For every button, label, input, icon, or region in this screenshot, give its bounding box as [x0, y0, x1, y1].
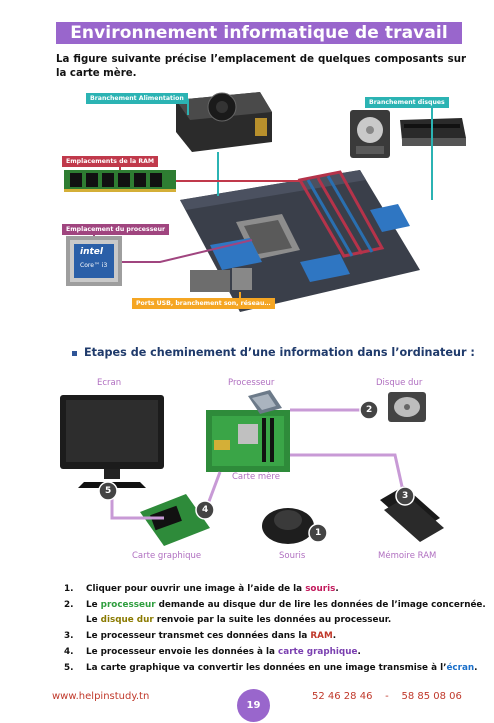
badge-4 — [195, 500, 215, 520]
label-disk-connectors: Branchement disques — [365, 97, 449, 108]
badge-1 — [308, 523, 328, 543]
diagram-label-screen: Ecran — [97, 378, 122, 388]
small-cpu-image — [248, 390, 282, 414]
label-ram-slots: Emplacements de la RAM — [62, 156, 159, 167]
bullet-icon — [72, 351, 77, 356]
hard-drive-image — [350, 110, 390, 158]
label-power-connector: Branchement Alimentation — [86, 93, 188, 104]
diagram-label-motherboard: Carte mère — [232, 472, 280, 482]
badge-3 — [395, 486, 415, 506]
diagram-label-hard-disk: Disque dur — [376, 378, 423, 388]
footer-phones: 52 46 28 46 - 58 85 08 06 — [312, 691, 462, 702]
diagram-label-graphics-card: Carte graphique — [132, 551, 202, 561]
mouse-image — [262, 508, 314, 544]
badge-3-text: 3 — [402, 491, 409, 501]
badge-5 — [98, 481, 118, 501]
page-number: 19 — [237, 689, 270, 722]
cpu-brand-text: intel — [80, 247, 103, 257]
graphics-card-image — [140, 494, 210, 546]
label-ports: Ports USB, branchement son, réseau… — [132, 298, 275, 309]
intro-paragraph: La figure suivante précise l’emplacement… — [56, 54, 466, 79]
cpu-model-text: Core™ i3 — [80, 262, 108, 269]
badge-4-text: 4 — [202, 505, 209, 515]
small-hard-drive-image — [388, 392, 426, 422]
label-cpu-socket: Emplacement du processeur — [62, 224, 170, 235]
ram-stick-image — [64, 170, 176, 192]
badge-2 — [359, 400, 379, 420]
footer-website: www.helpinstudy.tn — [52, 691, 150, 702]
section-title: Etapes de cheminement d’une information … — [84, 346, 475, 359]
diagram-label-ram: Mémoire RAM — [378, 551, 437, 561]
diagram-label-processor: Processeur — [228, 378, 275, 388]
diagram-label-mouse: Souris — [279, 551, 306, 561]
cpu-chip-image — [66, 236, 122, 286]
monitor-image — [60, 395, 164, 488]
badge-5-text: 5 — [105, 486, 112, 496]
small-ram-image — [380, 486, 444, 542]
badge-1-text: 1 — [315, 528, 322, 538]
badge-2-text: 2 — [366, 405, 373, 415]
power-supply-image — [176, 92, 272, 152]
page-title: Environnement informatique de travail — [56, 22, 462, 44]
motherboard-board — [180, 170, 420, 312]
small-motherboard-image — [206, 410, 290, 472]
